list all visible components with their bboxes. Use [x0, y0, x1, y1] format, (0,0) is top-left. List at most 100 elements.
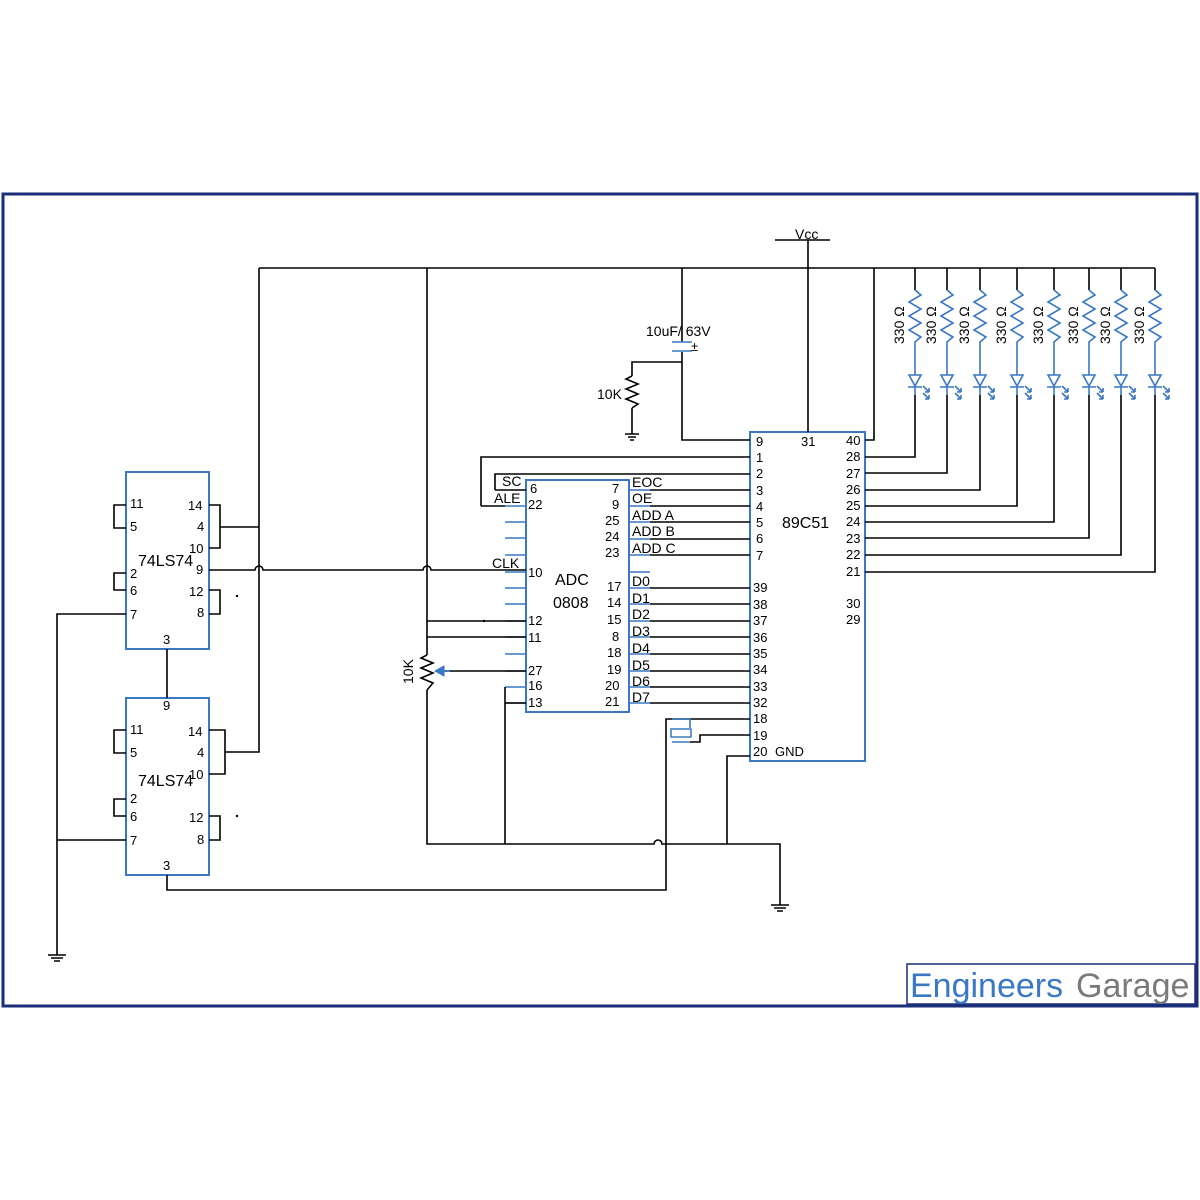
pin-label: 11 — [130, 496, 144, 511]
resistor-330-icon — [1009, 289, 1025, 375]
pin-label: 27 — [846, 466, 860, 481]
led-icon — [1046, 374, 1062, 395]
pin-label: 3 — [756, 483, 763, 498]
led-icon — [939, 374, 955, 395]
signal-label: ADD A — [632, 507, 675, 523]
led-icon — [1081, 374, 1097, 395]
resistor-330-icon — [907, 289, 923, 375]
pin-label: 36 — [753, 630, 767, 645]
signal-label: D2 — [632, 606, 650, 622]
pin-label: 19 — [607, 662, 621, 677]
signal-label: OE — [632, 490, 652, 506]
pin-label: 26 — [846, 482, 860, 497]
pin-label: 15 — [607, 612, 621, 627]
led-channel: 330 Ω — [1097, 289, 1136, 400]
ground-icon — [625, 433, 639, 441]
pin-label: 3 — [163, 858, 170, 873]
pin-label: 14 — [188, 498, 202, 513]
resistor-330-icon — [1113, 289, 1129, 375]
pin-label: 31 — [801, 434, 815, 449]
signal-label: SC — [502, 473, 521, 489]
pin-label: 8 — [197, 832, 204, 847]
pin-label: 1 — [756, 450, 763, 465]
potentiometer: 10K — [400, 654, 450, 691]
pin-label: 7 — [612, 481, 619, 496]
pin-label: 34 — [753, 662, 767, 677]
pin-label: 11 — [528, 630, 542, 645]
flipflop-2: 74LS74 9 11 5 2 6 7 14 4 10 12 8 3 — [113, 697, 226, 876]
pin-label: 10 — [189, 767, 203, 782]
pin-label: 6 — [530, 481, 537, 496]
pin-label: 32 — [753, 695, 767, 710]
vcc-label: Vcc — [795, 226, 818, 242]
flipflop-2-label: 74LS74 — [138, 773, 193, 790]
pin-label: 13 — [528, 695, 542, 710]
pin-label: 24 — [605, 529, 619, 544]
resistor-label: 330 Ω — [891, 306, 907, 344]
pin-label: 19 — [753, 728, 767, 743]
mcu-label: 89C51 — [782, 515, 829, 532]
pin-label: 23 — [846, 531, 860, 546]
resistor-label: 330 Ω — [923, 306, 939, 344]
resistor-330-icon — [1081, 289, 1097, 375]
ground-icon — [48, 954, 66, 962]
mcu-89c51: 89C51 31 9 1 2 3 4 5 6 7 39 38 37 36 35 … — [749, 431, 866, 762]
resistor-label: 330 Ω — [1097, 306, 1113, 344]
adc-label-line1: ADC — [555, 572, 589, 589]
led-icon — [907, 374, 923, 395]
pin-label: 11 — [130, 722, 144, 737]
pin-label: 12 — [189, 810, 203, 825]
resistor-label: 330 Ω — [1030, 306, 1046, 344]
pin-label: 8 — [197, 605, 204, 620]
capacitor-polarity: ± — [691, 339, 698, 354]
pot-label: 10K — [400, 658, 416, 684]
pin-label: 9 — [196, 562, 203, 577]
led-channel: 330 Ω — [956, 289, 995, 400]
led-icon — [972, 374, 988, 395]
pin-label: 8 — [612, 629, 619, 644]
signal-label: D5 — [632, 657, 650, 673]
pin-label: 29 — [846, 612, 860, 627]
pin-label: 21 — [846, 564, 860, 579]
pin-label: 5 — [756, 515, 763, 530]
pin-label: 30 — [846, 596, 860, 611]
pin-label: 12 — [528, 613, 542, 628]
pin-label: 20 — [605, 678, 619, 693]
pin-label: 37 — [753, 613, 767, 628]
pin-label: 2 — [130, 566, 137, 581]
resistor-10k: 10K — [597, 375, 641, 409]
resistor-label: 330 Ω — [1065, 306, 1081, 344]
pin-label: 4 — [197, 519, 204, 534]
signal-label: ADD B — [632, 523, 675, 539]
pin-label: 6 — [130, 809, 137, 824]
pin-label: 33 — [753, 679, 767, 694]
led-channel: 330 Ω — [891, 289, 930, 400]
signal-label: ADD C — [632, 540, 676, 556]
capacitor-label: 10uF/ 63V — [646, 323, 711, 339]
crystal — [670, 718, 692, 743]
resistor-330-icon — [1147, 289, 1163, 375]
resistor-label: 10K — [597, 386, 623, 402]
pin-label: 9 — [756, 434, 763, 449]
pin-label: 22 — [528, 497, 542, 512]
capacitor: 10uF/ 63V ± — [646, 323, 711, 354]
ground-symbols — [48, 433, 789, 962]
led-icon — [1009, 374, 1025, 395]
led-icon — [1147, 374, 1163, 395]
wires — [56, 239, 1156, 955]
pin-label: 35 — [753, 646, 767, 661]
pin-label: 27 — [528, 663, 542, 678]
pin-label: 2 — [130, 791, 137, 806]
pin-label: 14 — [607, 595, 621, 610]
brand-logo: Engineers Garage — [906, 963, 1196, 1005]
adc-0808: ADC 0808 6 22 10 12 11 27 16 13 7 9 25 2… — [492, 473, 676, 713]
schematic-frame — [1, 192, 1199, 1008]
pin-label: 40 — [846, 433, 860, 448]
signal-label: D3 — [632, 623, 650, 639]
signal-label: EOC — [632, 474, 662, 490]
led-channel: 330 Ω — [923, 289, 962, 400]
resistor-330-icon — [972, 289, 988, 375]
pin-label: 16 — [528, 678, 542, 693]
